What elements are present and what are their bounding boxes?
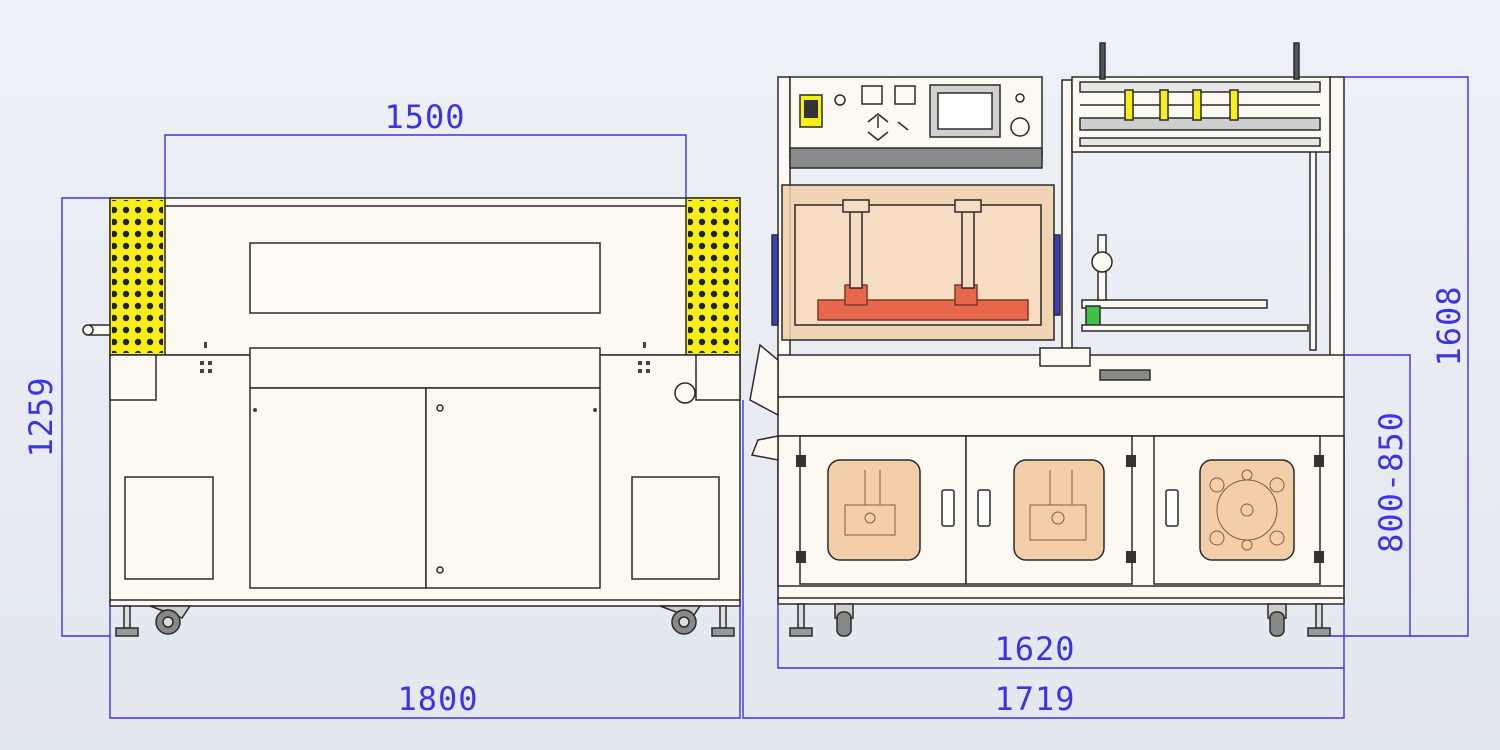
panel-switch-1[interactable] — [861, 85, 883, 105]
emergency-stop-button[interactable] — [1010, 117, 1030, 137]
right-hood-handle[interactable] — [1053, 234, 1061, 316]
shrink-tunnel — [82, 197, 741, 637]
tunnel-right-door — [425, 387, 601, 589]
l-sealer — [749, 42, 1345, 637]
dim-label-1608: 1608 — [1430, 285, 1468, 366]
dim-label-1800: 1800 — [397, 680, 478, 718]
dim-label-working-height: 800-850 — [1372, 411, 1410, 553]
left-hood-handle[interactable] — [771, 234, 779, 326]
tunnel-right-panel — [631, 476, 720, 580]
control-panel — [789, 76, 1043, 158]
tunnel-window — [249, 242, 601, 314]
tunnel-feet — [115, 605, 735, 637]
power-switch-icon[interactable] — [834, 94, 846, 106]
tunnel-left-door — [249, 387, 427, 589]
dim-label-1500: 1500 — [384, 98, 465, 136]
tunnel-left-panel — [124, 476, 214, 580]
dimension-labels: 1500 1259 1800 1620 1719 1608 800-850 — [22, 98, 1468, 718]
tunnel-speed-knob[interactable] — [674, 382, 696, 404]
inspection-window-3 — [1199, 459, 1295, 561]
inspection-window-2 — [1013, 459, 1105, 561]
dim-label-1719: 1719 — [994, 680, 1075, 718]
dim-label-1620: 1620 — [994, 630, 1075, 668]
sealer-feet — [789, 603, 1331, 637]
panel-switch-2[interactable] — [894, 85, 916, 105]
inspection-window-1 — [827, 459, 921, 561]
dim-label-1259: 1259 — [22, 376, 60, 457]
dimension-lines — [61, 76, 1469, 719]
green-sensor — [1085, 305, 1101, 327]
